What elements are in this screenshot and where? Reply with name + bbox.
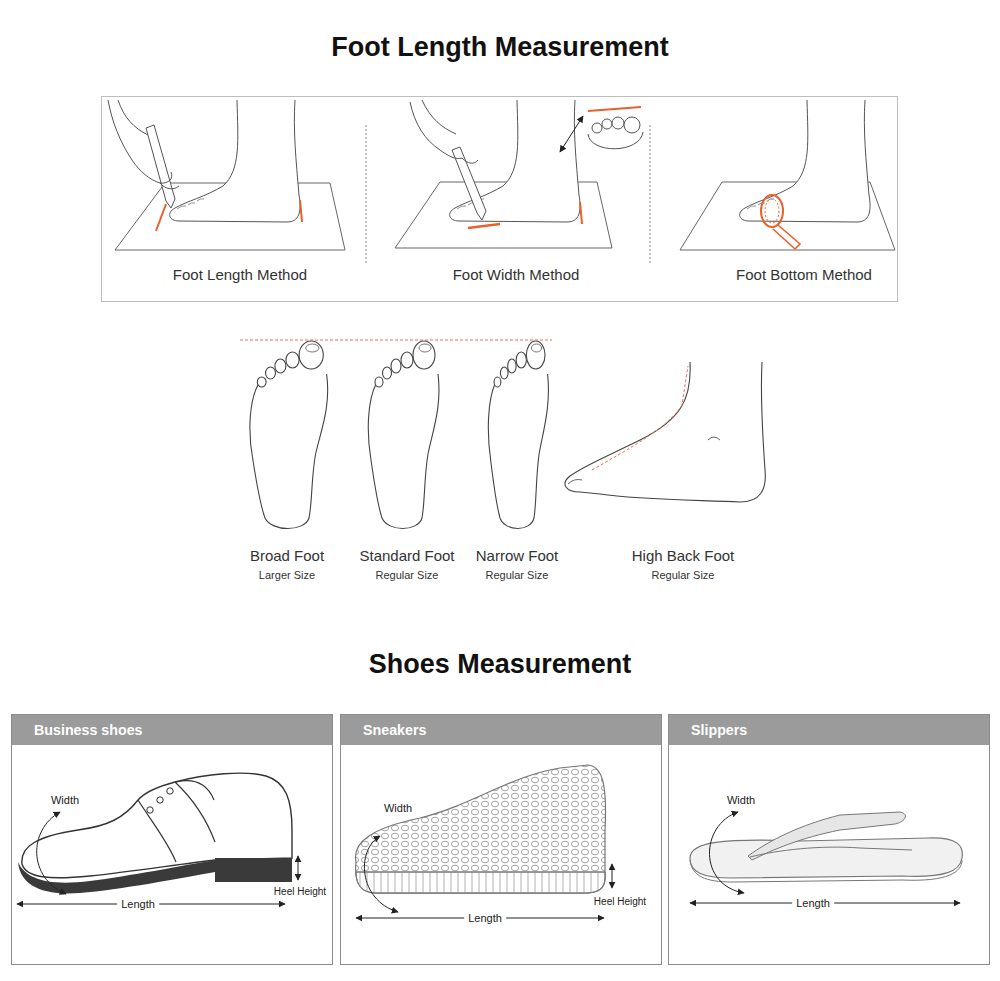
method-frame: Foot Length Method Foot Width Method Foot … — [101, 96, 898, 302]
dimension-label: Length — [792, 897, 834, 910]
foot-types-part — [368, 341, 439, 529]
method-illustrations-part — [300, 200, 302, 222]
foot-types-part — [568, 480, 582, 485]
method-illustrations-part — [588, 107, 641, 111]
method-illustrations-part — [410, 100, 478, 163]
foot-types — [240, 340, 765, 529]
slipper-part — [690, 838, 962, 878]
shoe-panel: Slippers — [668, 714, 990, 965]
dimension-label: Heel Height — [594, 896, 646, 908]
foot-type: Standard Foot — [359, 547, 454, 564]
sneaker-part — [356, 872, 605, 893]
method-illustrations-part — [108, 100, 179, 189]
slipper — [690, 812, 962, 903]
sneaker-part — [612, 864, 613, 888]
dimension-label: Length — [464, 912, 506, 925]
method-illustrations-part — [602, 119, 612, 129]
shoe-panel: Business shoes — [11, 714, 333, 965]
foot-type: High Back Foot — [632, 547, 735, 564]
method-illustrations-part — [740, 100, 870, 222]
sneaker-part — [356, 872, 605, 893]
method-illustrations-part — [773, 225, 800, 249]
method-illustrations-part — [650, 125, 651, 265]
dimension-label: Length — [117, 898, 159, 911]
method-illustrations-part — [612, 117, 624, 129]
foot-types-part — [250, 341, 328, 529]
panel-heading: Business shoes — [12, 715, 332, 745]
size-note: Regular Size — [376, 569, 439, 582]
dimension-label: Width — [727, 794, 755, 807]
business-shoe-part — [18, 860, 215, 893]
method-illustrations-part — [450, 100, 580, 222]
method-label: Foot Length Method — [173, 266, 307, 283]
business-shoe-part — [138, 781, 215, 862]
method-illustrations-part — [765, 199, 779, 223]
foot-type: Broad Foot — [250, 547, 324, 564]
method-label: Foot Width Method — [453, 266, 580, 283]
size-note: Regular Size — [652, 569, 715, 582]
method-illustrations-part — [588, 132, 643, 149]
size-note: Larger Size — [259, 569, 315, 582]
method-label: Foot Bottom Method — [736, 266, 872, 283]
business-shoe-part — [215, 858, 292, 882]
method-illustrations-part — [366, 125, 367, 265]
foot-types-part — [592, 366, 688, 470]
business-shoe-part — [298, 856, 299, 880]
foot-types-part — [565, 362, 765, 502]
sneaker-part — [364, 836, 398, 912]
foot-type: Narrow Foot — [476, 547, 559, 564]
shoe-panel: Sneakers — [340, 714, 662, 965]
slipper-part — [709, 812, 744, 893]
foot-types-part — [488, 341, 548, 529]
dimension-label: Heel Height — [274, 886, 326, 898]
business-shoe — [17, 773, 298, 904]
foot-types-part — [240, 340, 552, 341]
slipper-part — [750, 847, 912, 857]
method-illustrations-part — [468, 224, 500, 228]
method-illustrations-part — [146, 125, 175, 208]
method-illustrations-part — [560, 116, 583, 152]
dimension-label: Width — [51, 794, 79, 807]
method-illustrations-part — [170, 100, 300, 222]
method-illustrations-part — [580, 202, 582, 224]
method-illustrations-part — [761, 195, 783, 227]
dimension-label: Width — [384, 802, 412, 815]
business-shoe-part — [147, 807, 153, 813]
method-illustrations-part — [156, 204, 166, 231]
sneaker — [356, 765, 612, 918]
sneaker-part — [356, 765, 606, 893]
method-illustrations — [108, 100, 895, 265]
method-illustrations-part — [624, 117, 640, 133]
business-shoe-part — [167, 788, 173, 794]
business-shoe-part — [157, 797, 163, 803]
size-note: Regular Size — [486, 569, 549, 582]
business-shoe-part — [37, 812, 66, 894]
panel-heading: Slippers — [669, 715, 989, 745]
panel-heading: Sneakers — [341, 715, 661, 745]
page-title: Foot Length Measurement — [331, 32, 669, 63]
foot-types-part — [708, 437, 720, 440]
method-illustrations-part — [592, 123, 602, 133]
section-title: Shoes Measurement — [369, 649, 632, 680]
